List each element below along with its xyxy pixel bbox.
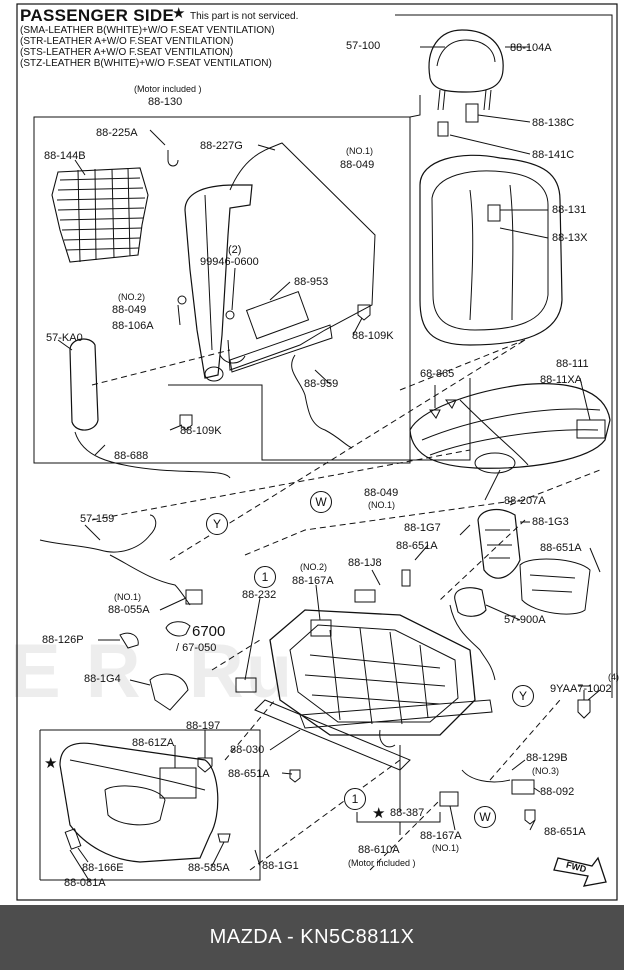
seatback-cover-shape — [419, 154, 563, 346]
part-note: (Motor included ) — [348, 858, 416, 868]
part-note: (NO.1) — [368, 500, 395, 510]
part-note: (4) — [608, 672, 619, 682]
part-label: 88-197 — [186, 720, 221, 732]
part-label: 88-61ZA — [132, 737, 175, 749]
part-label: 88-109K — [352, 330, 394, 342]
part-label: 88-111 — [556, 358, 589, 370]
variant-item: (STS-LEATHER A+W/O F.SEAT VENTILATION) — [20, 47, 233, 58]
callout-w: W — [310, 491, 332, 513]
belt-buckle-shape — [454, 587, 487, 617]
part-label: 88-167A — [292, 575, 334, 587]
variant-list: (SMA-LEATHER B(WHITE)+W/O F.SEAT VENTILA… — [20, 25, 275, 69]
part-label: 88-081A — [64, 877, 106, 889]
part-label: 88-225A — [96, 127, 138, 139]
part-label: 99946-0600 — [200, 256, 259, 268]
watermark: E R Ru — [10, 629, 295, 714]
part-label: 88-104A — [510, 42, 552, 54]
part-label: 88-610A — [358, 844, 400, 856]
part-label: 57-KA0 — [46, 332, 83, 344]
star-icon: ★ — [172, 5, 186, 22]
part-label: 88-953 — [294, 276, 329, 288]
seatback-frame-shape — [184, 142, 376, 382]
part-label: 88-141C — [532, 149, 575, 161]
armrest-pad-shape — [69, 338, 99, 431]
part-label: 88-049 — [340, 159, 375, 171]
part-label: 88-585A — [188, 862, 230, 874]
part-label: 88-129B — [526, 752, 568, 764]
caption-bar: MAZDA - KN5C8811X — [0, 905, 624, 970]
part-label: 88-049 — [364, 487, 399, 499]
part-label: 57-900A — [504, 614, 546, 626]
part-label: 88-1G3 — [532, 516, 569, 528]
part-label: 88-166E — [82, 862, 124, 874]
side-panel-shape — [477, 508, 591, 615]
side-shield-shape — [59, 742, 219, 863]
part-label: 88-227G — [200, 140, 243, 152]
part-note: (NO.2) — [300, 562, 327, 572]
part-label: 9YAA7-1002 — [550, 683, 612, 695]
page-title: PASSENGER SIDE — [20, 6, 175, 25]
part-label: 88-1G4 — [84, 673, 121, 685]
part-label: 88-651A — [228, 768, 270, 780]
part-label: 88-167A — [420, 830, 462, 842]
part-label: 88-1G7 — [404, 522, 441, 534]
part-label: 88-049 — [112, 304, 147, 316]
part-label: 88-13X — [552, 232, 588, 244]
part-label: 57-159 — [80, 513, 115, 525]
part-label: 88-130 — [148, 96, 183, 108]
part-label: 88-11XA — [540, 374, 582, 386]
star-icon: ★ — [372, 805, 386, 822]
callout-1: 1 — [254, 566, 276, 588]
parts-diagram: E R Ru — [10, 3, 619, 901]
not-serviced-note: This part is not serviced. — [190, 11, 299, 22]
part-label: 88-055A — [108, 604, 150, 616]
part-note: (Motor included ) — [134, 84, 202, 94]
part-label: 88-387 — [390, 807, 425, 819]
part-label: 88-1J8 — [348, 557, 382, 569]
part-label: 88-232 — [242, 589, 277, 601]
headrest-shape — [428, 29, 504, 111]
variant-item: (STR-LEATHER A+W/O F.SEAT VENTILATION) — [20, 36, 234, 47]
part-label: 57-100 — [346, 40, 381, 52]
callout-1: 1 — [344, 788, 366, 810]
part-label: 6700 — [192, 623, 226, 640]
part-note: (NO.1) — [114, 592, 141, 602]
caption-text: MAZDA - KN5C8811X — [209, 926, 415, 948]
part-label: 88-144B — [44, 150, 86, 162]
callout-w: W — [474, 806, 496, 828]
star-icon: ★ — [44, 755, 58, 772]
part-label: 88-138C — [532, 117, 575, 129]
part-note: (2) — [228, 244, 242, 256]
part-note: (NO.3) — [532, 766, 559, 776]
part-label: 88-959 — [304, 378, 339, 390]
lumbar-grid-shape — [51, 167, 149, 263]
part-label: / 67-050 — [176, 642, 217, 654]
part-label: 88-651A — [540, 542, 582, 554]
part-label: 88-1G1 — [262, 860, 299, 872]
part-note: (NO.1) — [432, 843, 459, 853]
part-label: 88-688 — [114, 450, 149, 462]
variant-item: (STZ-LEATHER B(WHITE)+W/O F.SEAT VENTILA… — [20, 58, 272, 69]
part-note: (NO.1) — [346, 146, 373, 156]
part-label: 88-131 — [552, 204, 587, 216]
part-label: 88-106A — [112, 320, 154, 332]
part-label: 88-109K — [180, 425, 222, 437]
part-label: 88-651A — [396, 540, 438, 552]
variant-item: (SMA-LEATHER B(WHITE)+W/O F.SEAT VENTILA… — [20, 25, 275, 36]
seat-track-frame-shape — [254, 609, 493, 771]
callout-y: Y — [206, 513, 228, 535]
part-label: 88-092 — [540, 786, 575, 798]
part-label: 68-865 — [420, 368, 455, 380]
part-note: (NO.2) — [118, 292, 145, 302]
part-label: 88-651A — [544, 826, 586, 838]
part-label: 88-030 — [230, 744, 265, 756]
diagram-drawing — [16, 3, 618, 901]
part-label: 88-126P — [42, 634, 84, 646]
callout-y: Y — [512, 685, 534, 707]
part-label: 88-207A — [504, 495, 546, 507]
fwd-arrow-shape — [553, 856, 607, 887]
